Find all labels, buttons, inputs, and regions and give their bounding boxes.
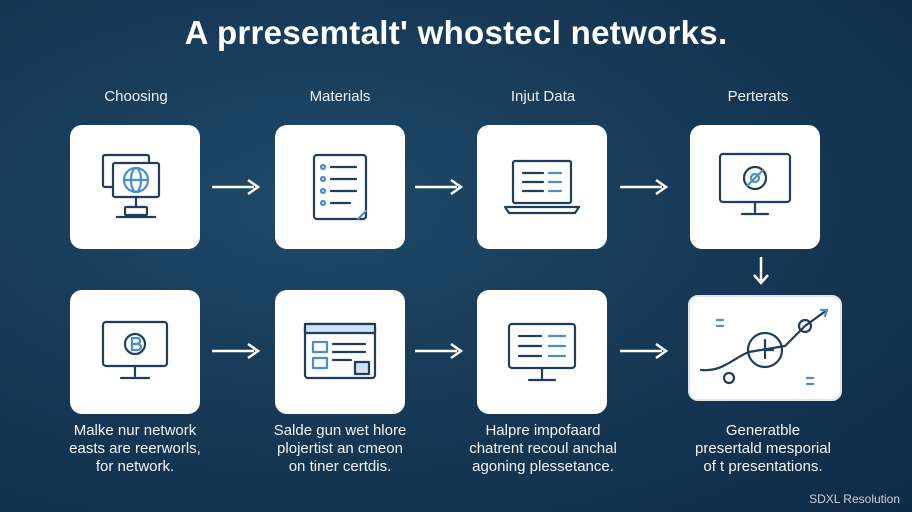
description-line: Malke nur network [73,422,197,439]
description-line: plojertist an cmeon [277,440,403,457]
step-card-input-data [477,125,607,249]
step-card-materials [275,125,405,249]
network-computer-icon [101,153,161,219]
arrow-right-icon [415,178,464,196]
arrow-right-icon [212,342,261,360]
page-title: A prresemtalt' whostecl networks. [184,14,728,51]
description-line: easts are reerworls, [69,440,201,457]
step-label-input-data: Injut Data [510,88,576,105]
arrow-right-icon [620,342,669,360]
monitor-target-icon [718,152,792,216]
description-line: Salde gun wet hlore [273,422,407,439]
arrow-right-icon [212,178,261,196]
description-line: on tiner certdis. [288,458,392,475]
description-line: presertald mesporial [695,440,831,457]
description-presentation: Generatble presertald mesporial of t pre… [668,422,858,476]
description-network: Malke nur network easts are reerworls, f… [40,422,230,476]
description-chart: Halpre impofaard chatrent recoul anchal … [448,422,638,476]
step-card-perterats [690,125,820,249]
step-card-choosing [70,125,200,249]
step-label-perterats: Perterats [727,88,789,105]
step-card-network [70,290,200,414]
description-line: chatrent recoul anchal [469,440,617,457]
step-card-presentation [688,295,842,401]
description-line: Halpre impofaard [485,422,601,439]
description-line: of t presentations. [703,458,823,475]
step-label-materials: Materials [309,88,371,105]
arrow-right-icon [620,178,669,196]
checklist-icon [312,153,368,221]
footer-credit: SDXL Resolution [809,492,900,506]
description-line: Generatble [725,422,801,439]
description-project: Salde gun wet hlore plojertist an cmeon … [245,422,435,476]
description-line: for network. [95,458,175,475]
monitor-bitcoin-icon [101,320,169,380]
browser-window-icon [303,322,377,380]
arrow-right-icon [415,342,464,360]
monitor-list-icon [507,322,577,382]
step-card-chart [477,290,607,414]
laptop-data-icon [503,159,581,215]
description-line: agoning plessetance. [472,458,614,475]
arrow-down-icon [753,257,769,285]
step-card-project [275,290,405,414]
step-label-choosing: Choosing [104,88,168,105]
network-graph-icon [699,308,829,386]
